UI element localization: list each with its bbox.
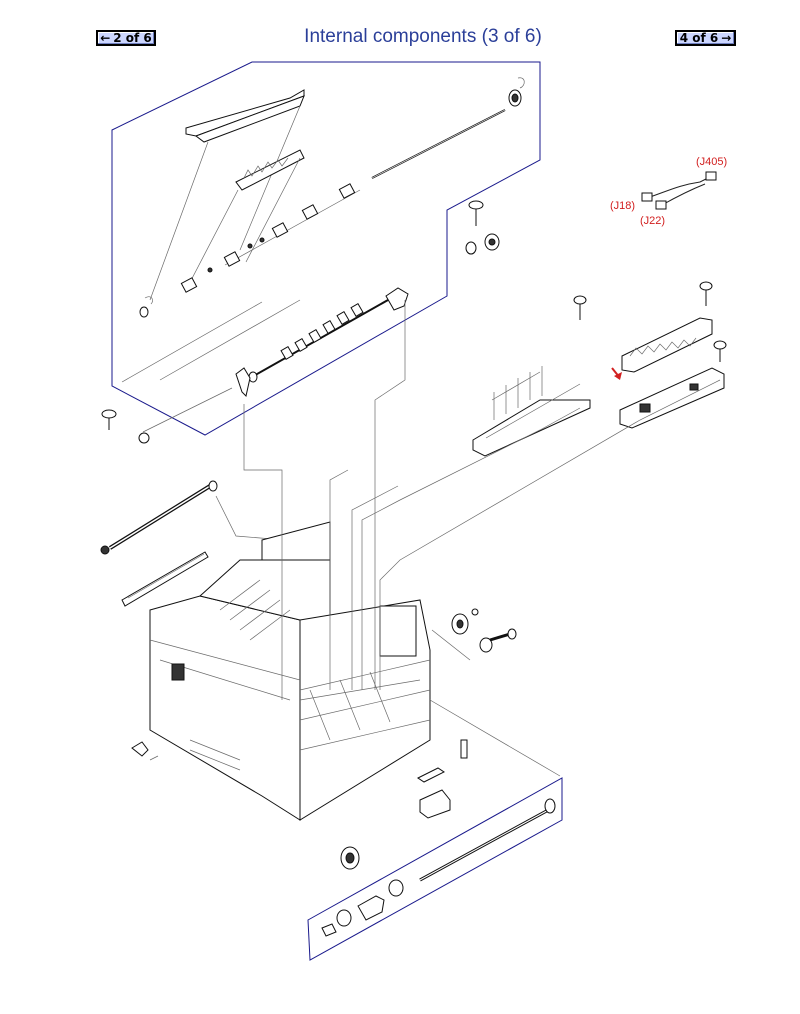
transfer-guide (121, 551, 209, 607)
wiring-harness (641, 171, 717, 210)
pickup-end-piece (321, 923, 337, 937)
connector-label-j405: (J405) (696, 156, 728, 168)
left-bushing (139, 296, 153, 318)
left-gear-small (138, 432, 150, 444)
prev-page-button[interactable]: ← 2 of 6 (96, 30, 156, 46)
right-screw-1 (573, 295, 587, 320)
pickup-roller (340, 846, 360, 870)
pickup-bushing-left (336, 909, 352, 927)
paper-guide-plate (472, 366, 591, 457)
pad-holder (419, 789, 451, 819)
left-lever (131, 741, 159, 761)
frame-screw-top (468, 200, 484, 226)
connector-label-j22: (J22) (640, 215, 666, 227)
next-page-button[interactable]: 4 of 6 → (675, 30, 736, 46)
small-screw-right (471, 608, 479, 616)
pickup-cam (357, 895, 385, 921)
frame-gear-right (465, 233, 500, 255)
spring (460, 739, 468, 759)
drive-shaft-pin (479, 628, 517, 653)
printer-chassis (149, 521, 431, 821)
page-title: Internal components (3 of 6) (304, 26, 542, 47)
sensor-bracket-lower (619, 367, 725, 429)
pickup-roller-shaft (235, 287, 409, 397)
arrow-left-icon: ← (100, 31, 111, 45)
connector-label-j18: (J18) (610, 200, 636, 212)
pickup-assembly-frame (307, 777, 563, 961)
feed-rollers-upper (180, 183, 361, 293)
upper-guide-bracket (149, 89, 305, 301)
prev-page-label: 2 of 6 (113, 31, 152, 45)
red-indicator-arrow (611, 367, 622, 380)
upper-assembly-frame (111, 61, 541, 436)
left-screw (101, 409, 117, 430)
transfer-roller (100, 480, 218, 555)
drive-gear (451, 613, 469, 635)
arrow-right-icon: → (721, 31, 732, 45)
pickup-bushing-right (388, 879, 404, 897)
right-screw-3 (713, 340, 727, 362)
sensor-bracket-upper (621, 317, 713, 373)
pickup-shaft-gear (544, 798, 556, 814)
shaft-gear (508, 77, 525, 107)
separation-guide (185, 149, 305, 291)
separation-pad (417, 767, 445, 783)
right-screw-2 (699, 281, 713, 306)
next-page-label: 4 of 6 (679, 31, 719, 45)
